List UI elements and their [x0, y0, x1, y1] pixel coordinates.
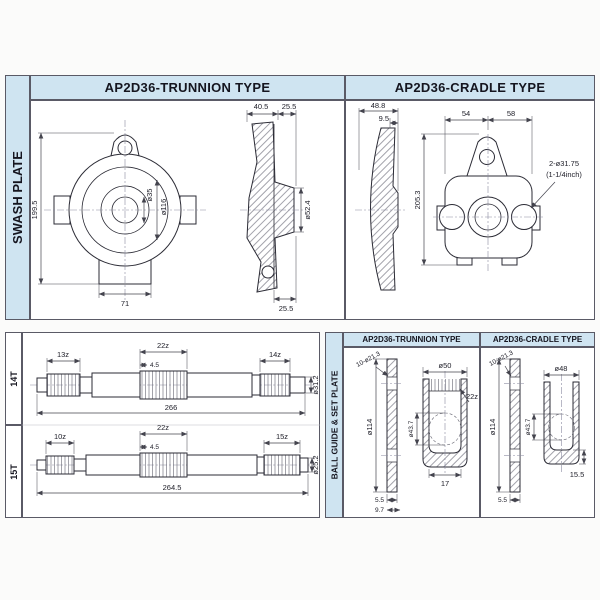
ball-guide-section-cradle — [543, 374, 580, 473]
dim-cradle-side-step: 9.5 — [379, 114, 389, 123]
dim-trunnion-guide-dia: ø50 — [439, 361, 452, 370]
set-plate-section-cradle — [504, 358, 526, 493]
trunnion-front-view — [44, 120, 206, 300]
ball-guide-section-label: BALL GUIDE & SET PLATE — [325, 332, 343, 518]
ball-guide-dims-trunnion: ø50 ø43.7 22z 17 — [408, 361, 478, 488]
trunnion-side-view — [240, 121, 306, 293]
dim-side-offset: 25.5 — [282, 102, 297, 111]
dim-side-bottom: 25.5 — [279, 304, 294, 313]
shaft-14t-label-cell: 14T — [5, 332, 22, 425]
shaft-15t-dims: 10z 22z 4.5 15z 264.5 ø25.2 — [36, 423, 320, 496]
dim-14t-spline-left: 13z — [57, 350, 69, 359]
dim-14t-diameter: ø31.2 — [311, 375, 320, 394]
ball-guide-trunnion-header: AP2D36-TRUNNION TYPE — [343, 332, 480, 347]
dim-trunnion-plate-thickness: 5.5 — [375, 497, 384, 504]
dim-cradle-plate-thickness: 5.5 — [498, 497, 507, 504]
cradle-front-view — [433, 134, 543, 272]
dim-cradle-seat-dia: ø43.7 — [525, 418, 532, 435]
cradle-swash-drawing: 48.8 9.5 54 58 — [355, 101, 582, 291]
trunnion-front-dims: 199.5 71 ø35 ø116 — [30, 132, 168, 308]
ball-guide-cradle-header: AP2D36-CRADLE TYPE — [480, 332, 595, 347]
dim-14t-length: 266 — [165, 403, 178, 412]
dim-cradle-side-width: 48.8 — [371, 101, 386, 110]
shaft-15t-label: 15T — [8, 463, 19, 480]
trunnion-side-dims: 40.5 25.5 ø52.4 25.5 — [246, 102, 312, 313]
ball-guide-section-text: BALL GUIDE & SET PLATE — [329, 370, 339, 480]
swash-plate-section-label: SWASH PLATE — [5, 75, 30, 320]
dim-15t-spline-mid: 22z — [157, 423, 169, 432]
dim-15t-spline-left: 10z — [54, 432, 66, 441]
dim-14t-spline-right: 14z — [269, 350, 281, 359]
dim-hub-dia: ø52.4 — [303, 200, 312, 219]
cradle-type-header: AP2D36-CRADLE TYPE — [345, 75, 595, 100]
dim-trunnion-spline: 22z — [466, 392, 478, 401]
dim-bore: ø35 — [145, 189, 154, 202]
dim-15t-length: 264.5 — [163, 483, 182, 492]
set-plate-section-trunnion — [381, 358, 403, 493]
dim-cradle-plate-dia: ø114 — [488, 419, 497, 436]
cradle-side-view — [355, 127, 405, 291]
ball-guide-trunnion-panel — [343, 347, 480, 518]
hole-note-line1: 2-ø31.75 — [549, 159, 579, 168]
dim-top-left: 54 — [462, 109, 470, 118]
ball-guide-cradle-drawing: 10-ø21.3 ø114 5.5 ø48 ø43.7 — [488, 349, 587, 504]
trunnion-type-header: AP2D36-TRUNNION TYPE — [30, 75, 345, 100]
dim-side-width: 40.5 — [254, 102, 269, 111]
cradle-side-dims: 48.8 9.5 — [358, 101, 399, 191]
dim-trunnion-flange-thickness: 9.7 — [375, 507, 384, 514]
dim-top-right: 58 — [507, 109, 515, 118]
dim-trunnion-seat-dia: ø43.7 — [408, 420, 415, 437]
ball-guide-section-trunnion — [422, 371, 468, 475]
dim-boss-width: 71 — [121, 299, 129, 308]
shaft-14t-dims: 13z 22z 4.5 14z 266 ø31.2 — [36, 341, 320, 416]
dim-cradle-total-height: 205.3 — [413, 191, 422, 210]
trunnion-swash-drawing: 199.5 71 ø35 ø116 40.5 25.5 — [30, 102, 312, 313]
dim-trunnion-plate-dia: ø114 — [365, 419, 374, 436]
shaft-15t-view — [30, 452, 314, 478]
shaft-15t-label-cell: 15T — [5, 425, 22, 518]
shafts-drawing: 13z 22z 4.5 14z 266 ø31.2 — [22, 341, 320, 496]
dim-14t-groove: 4.5 — [150, 362, 159, 369]
ball-guide-trunnion-drawing: 10-ø21.3 ø114 5.5 9.7 ø50 — [355, 350, 478, 514]
dim-14t-spline-mid: 22z — [157, 341, 169, 350]
cradle-front-dims: 54 58 205.3 2-ø31.75 (1-1/4inch) — [413, 109, 582, 266]
shaft-14t-label: 14T — [8, 370, 19, 387]
dim-cradle-guide-dia: ø48 — [555, 364, 568, 373]
hole-note-line2: (1-1/4inch) — [546, 170, 582, 179]
dim-total-height: 199.5 — [30, 201, 39, 220]
swash-plate-section-text: SWASH PLATE — [10, 151, 25, 244]
dim-15t-diameter: ø25.2 — [311, 455, 320, 474]
ball-guide-dims-cradle: ø48 ø43.7 15.5 — [525, 364, 587, 479]
dim-trunnion-holes: 10-ø21.3 — [355, 350, 382, 369]
dim-face-dia: ø116 — [159, 199, 168, 216]
dim-trunnion-guide-height: 17 — [441, 479, 449, 488]
dim-15t-spline-right: 15z — [276, 432, 288, 441]
shaft-14t-view — [30, 370, 314, 400]
dim-cradle-guide-height: 15.5 — [570, 470, 585, 479]
dim-15t-groove: 4.5 — [150, 444, 159, 451]
